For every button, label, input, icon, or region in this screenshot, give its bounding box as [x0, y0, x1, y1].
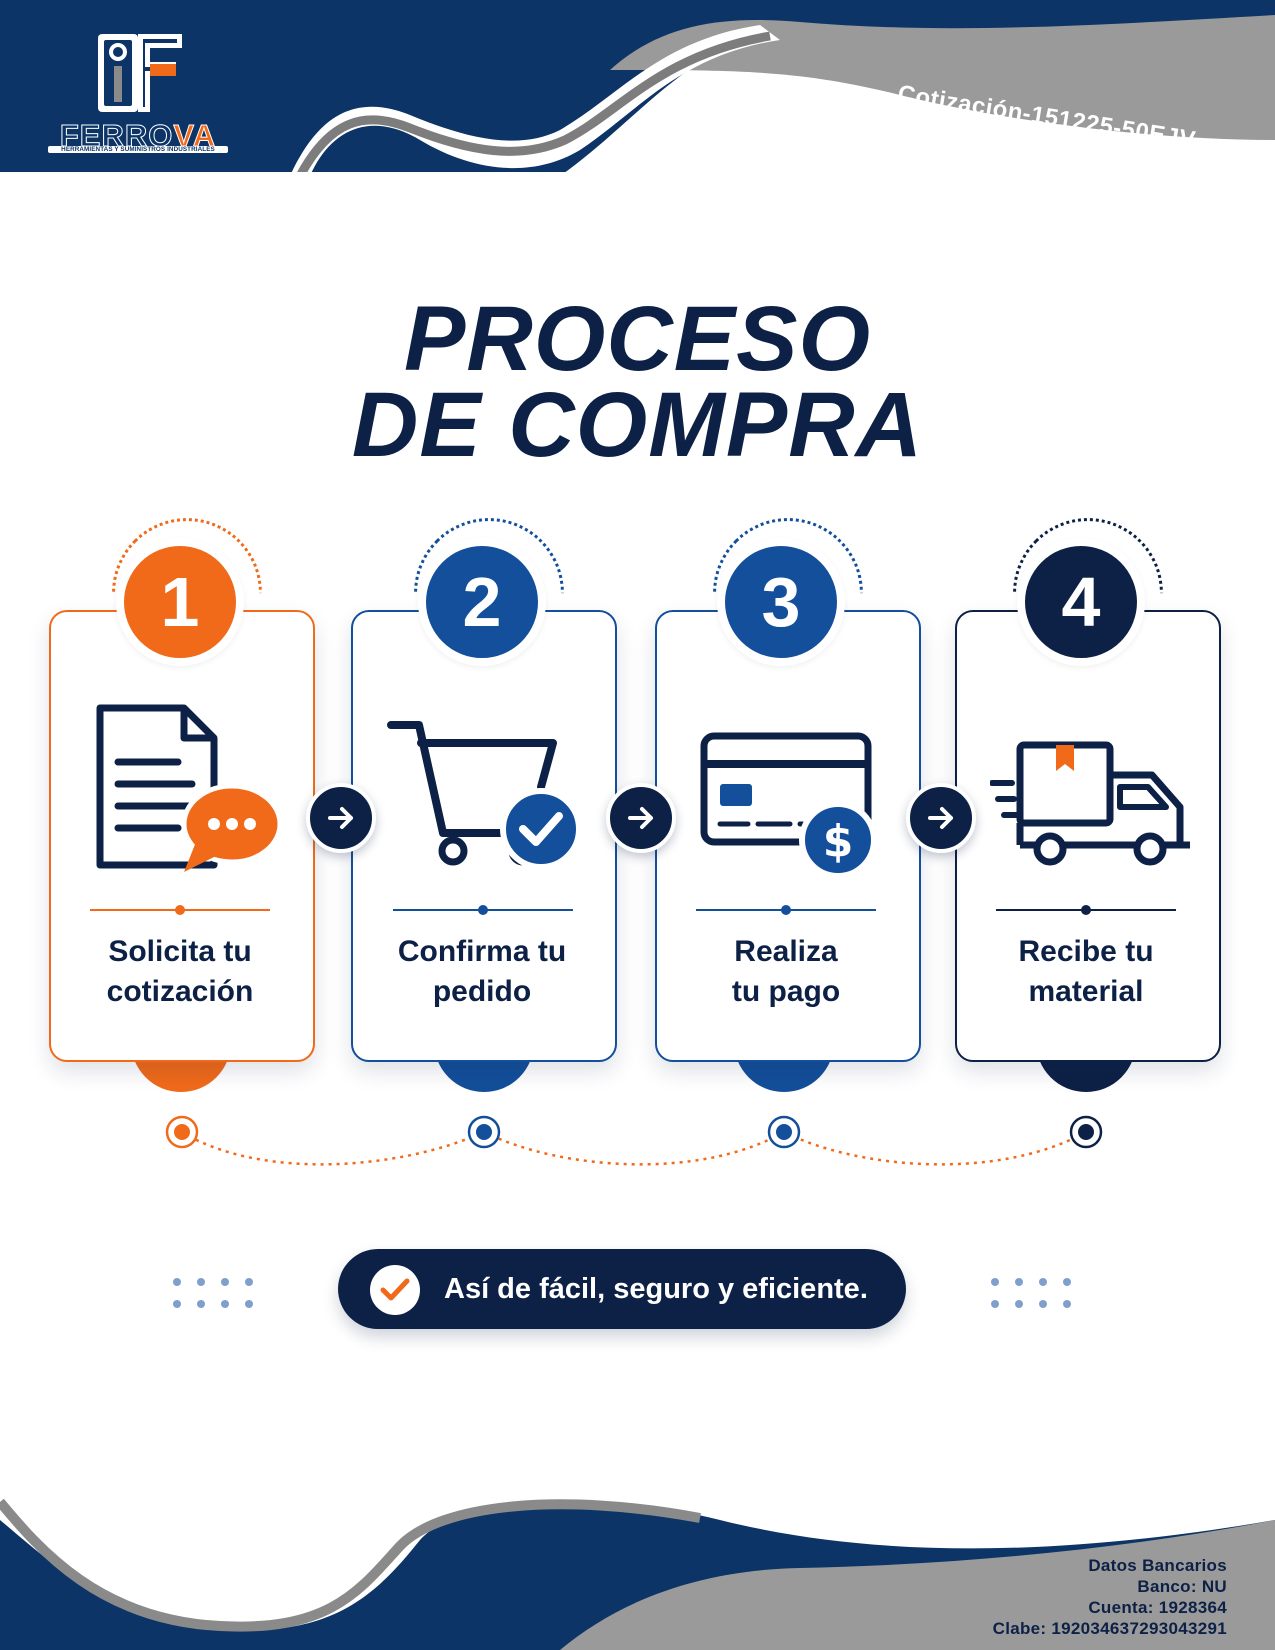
step-2-label-line2: pedido [432, 975, 532, 1008]
ferrova-logo-icon [98, 34, 182, 112]
footer-wave-banner [0, 1498, 1275, 1650]
step-4-number: 4 [1017, 538, 1145, 666]
timeline-connector [165, 1115, 1103, 1166]
step-3-label-line1: Realiza [734, 935, 838, 968]
next-arrow-3 [906, 783, 976, 853]
tagline-pill: Así de fácil, seguro y eficiente. [338, 1249, 906, 1329]
bank-name: Banco: NU [1137, 1577, 1227, 1596]
bank-clabe: Clabe: 192034637293043291 [992, 1619, 1227, 1638]
document-chat-icon [96, 704, 282, 872]
step-4-label-line1: Recibe tu [1018, 935, 1154, 968]
cart-check-icon [387, 721, 582, 870]
step-1-label-line2: cotización [106, 975, 254, 1008]
header-wave-banner [0, 0, 1275, 180]
bank-heading: Datos Bancarios [1088, 1556, 1227, 1575]
step-1-label-line1: Solicita tu [108, 935, 252, 968]
decorative-dot-grid-right [991, 1278, 1071, 1308]
step-1-divider-dot [175, 905, 185, 915]
svg-text:$: $ [823, 816, 854, 867]
step-2-divider-dot [478, 905, 488, 915]
step-2-number: 2 [418, 538, 546, 666]
tagline-text: Así de fácil, seguro y eficiente. [444, 1273, 868, 1305]
step-3-divider-dot [781, 905, 791, 915]
bank-details: Datos Bancarios Banco: NU Cuenta: 192836… [993, 1555, 1227, 1639]
decorative-dot-grid-left [173, 1278, 253, 1308]
bank-account: Cuenta: 1928364 [1088, 1598, 1227, 1617]
delivery-truck-icon [990, 741, 1190, 866]
check-icon [380, 1278, 410, 1301]
arrow-right-icon [628, 807, 653, 829]
next-arrow-1 [306, 783, 376, 853]
step-2-label-line1: Confirma tu [397, 935, 567, 968]
step-4-label-line2: material [1028, 975, 1144, 1008]
step-3-number: 3 [717, 538, 845, 666]
page-title-line2: DE COMPRA [351, 374, 924, 476]
step-1-number: 1 [116, 538, 244, 666]
next-arrow-2 [606, 783, 676, 853]
check-badge [370, 1265, 420, 1315]
arrow-right-icon [328, 807, 353, 829]
step-4-divider-dot [1081, 905, 1091, 915]
arrow-right-icon [928, 807, 953, 829]
brand-tagline: HERRAMIENTAS Y SUMINISTROS INDUSTRIALES [48, 146, 228, 153]
step-3-label-line2: tu pago [731, 975, 841, 1008]
credit-card-dollar-icon: $ [700, 732, 877, 879]
page-title-line1: PROCESO [403, 288, 872, 390]
